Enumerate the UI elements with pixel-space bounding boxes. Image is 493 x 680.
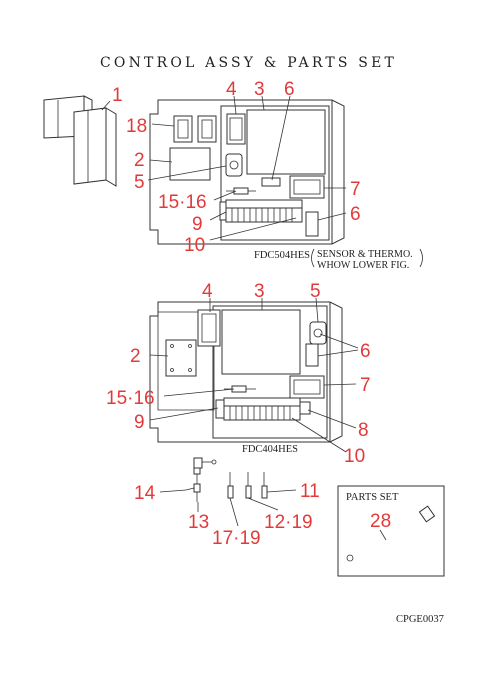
part-sensor-holder [185,457,217,502]
top-note-line1: SENSOR & THERMO. [317,249,413,260]
callout-28: 28 [370,511,391,532]
note-bracket-right [419,248,423,268]
parts-set-box [337,485,445,577]
top-model-label: FDC504HES [254,250,310,261]
callout-2-top: 2 [134,150,145,171]
callout-7-bottom: 7 [360,375,371,396]
callout-6-top: 6 [284,79,295,100]
callout-6-bottom: 6 [360,341,371,362]
callout-13: 13 [188,512,209,533]
callout-10-top: 10 [184,235,205,256]
part-cover-bracket [43,95,117,187]
callout-7-top: 7 [350,179,361,200]
callout-5-top: 5 [134,172,145,193]
top-control-box [149,99,345,245]
callout-4-bottom: 4 [202,281,213,302]
callout-18: 18 [126,116,147,137]
callout-9-bottom: 9 [134,412,145,433]
callout-14: 14 [134,483,156,504]
callout-10-bottom: 10 [344,446,365,467]
drawing-code: CPGE0037 [396,614,444,625]
part-thermistor-12-19 [245,472,252,499]
callout-15-16-bottom: 15·16 [106,388,155,409]
note-bracket-left [311,248,315,268]
callout-11: 11 [300,481,320,502]
callout-6-top-lower: 6 [350,204,361,225]
callout-5-bottom: 5 [310,281,321,302]
callout-9-top: 9 [192,214,203,235]
callout-8: 8 [358,420,369,441]
part-thermistor-17-19 [227,472,234,499]
callout-3-bottom: 3 [254,281,265,302]
parts-set-label: PARTS SET [346,492,399,503]
callout-4-top: 4 [226,79,237,100]
part-drain-hose [346,505,436,562]
callout-1: 1 [112,85,123,106]
bottom-control-box [149,301,343,443]
callout-17-19: 17·19 [212,528,261,549]
callout-2-bottom: 2 [130,346,141,367]
page-title: CONTROL ASSY & PARTS SET [100,55,397,71]
callout-3-top: 3 [254,79,265,100]
callout-15-16-top: 15·16 [158,192,207,213]
bottom-model-label: FDC404HES [242,444,298,455]
part-thermistor-11 [261,472,268,499]
callout-12-19: 12·19 [264,512,313,533]
top-note-line2: WHOW LOWER FIG. [317,260,409,271]
